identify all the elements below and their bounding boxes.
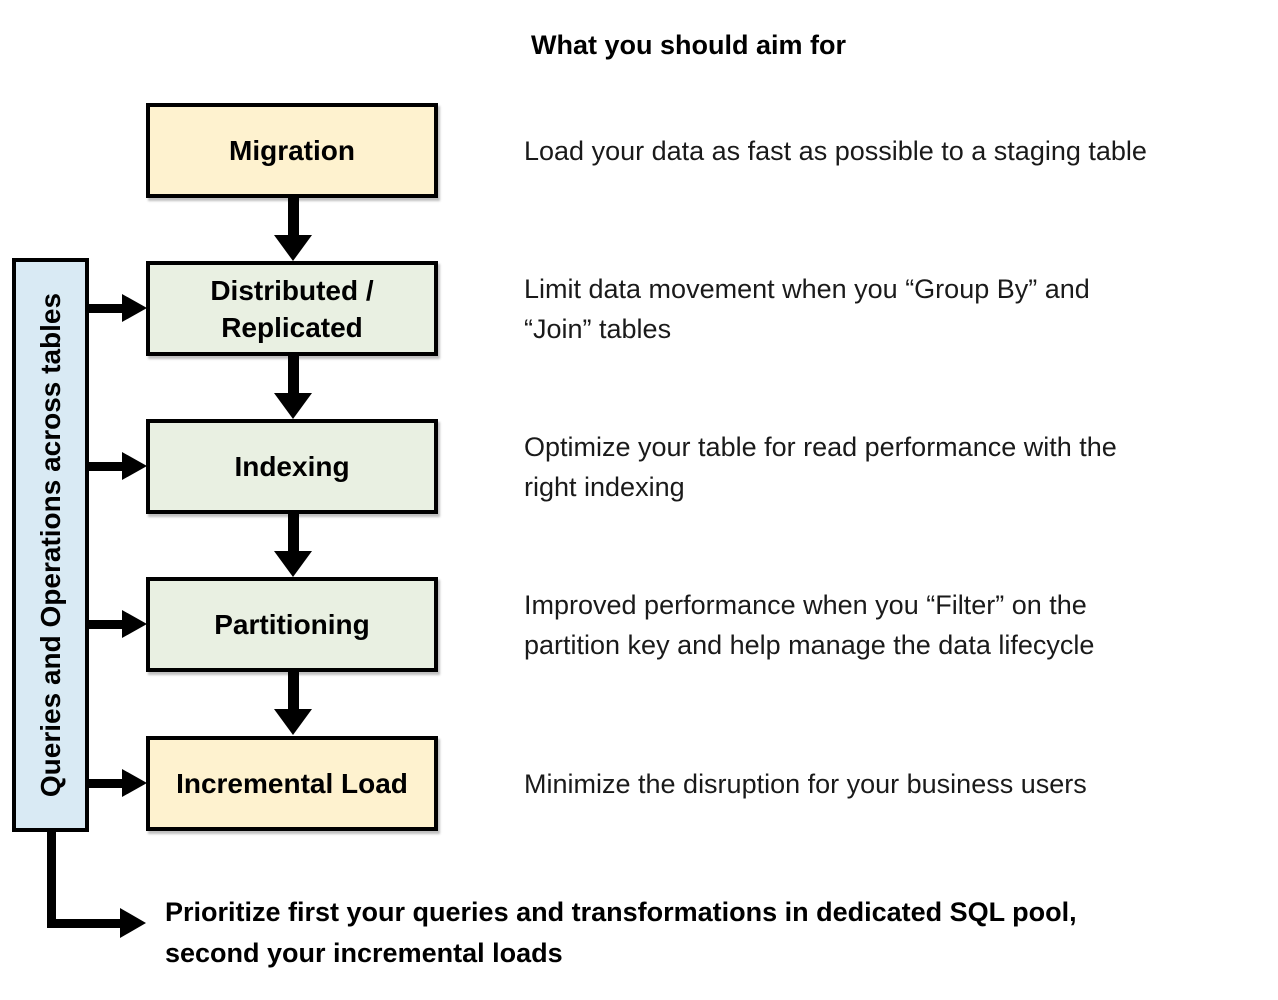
description-line: Load your data as fast as possible to a …: [524, 135, 1147, 166]
flow-box-label: Incremental Load: [176, 768, 408, 799]
down-arrow-shaft: [288, 672, 299, 710]
right-arrow-icon: [89, 294, 147, 322]
bottom-note-line: Prioritize first your queries and transf…: [165, 897, 1077, 927]
right-arrow-icon: [89, 452, 147, 480]
right-arrow-head: [122, 452, 147, 480]
description-line: “Join” tables: [524, 313, 672, 344]
down-arrow-head: [274, 551, 312, 577]
down-arrow-icon: [274, 356, 312, 420]
right-arrow-shaft: [89, 779, 123, 788]
description-partitioning: Improved performance when you “Filter” o…: [524, 577, 1264, 672]
right-arrow-shaft: [89, 462, 123, 471]
down-arrow-icon: [274, 198, 312, 262]
elbow-arrow-icon: [47, 830, 147, 938]
right-arrow-shaft: [89, 304, 123, 313]
down-arrow-shaft: [288, 514, 299, 552]
description-indexing: Optimize your table for read performance…: [524, 419, 1264, 514]
elbow-arrow-vertical: [47, 830, 56, 928]
right-arrow-head: [122, 769, 147, 797]
right-arrow-icon: [89, 610, 147, 638]
down-arrow-head: [274, 709, 312, 735]
description-line: Optimize your table for read performance…: [524, 431, 1117, 462]
flow-box-partitioning: Partitioning: [146, 577, 438, 672]
right-arrow-head: [122, 294, 147, 322]
flow-box-distributed-replicated: Distributed / Replicated: [146, 261, 438, 356]
flow-box-label: Migration: [229, 135, 355, 166]
elbow-arrow-head: [120, 908, 146, 938]
down-arrow-icon: [274, 672, 312, 736]
right-arrow-head: [122, 610, 147, 638]
elbow-arrow-horizontal: [47, 919, 121, 928]
description-line: partition key and help manage the data l…: [524, 629, 1095, 660]
description-line: right indexing: [524, 471, 685, 502]
down-arrow-head: [274, 235, 312, 261]
flow-box-label: Indexing: [234, 451, 350, 482]
description-line: Minimize the disruption for your busines…: [524, 768, 1087, 799]
description-distributed-replicated: Limit data movement when you “Group By” …: [524, 261, 1264, 356]
flow-box-indexing: Indexing: [146, 419, 438, 514]
description-incremental-load: Minimize the disruption for your busines…: [524, 736, 1264, 831]
right-arrow-icon: [89, 769, 147, 797]
description-line: Improved performance when you “Filter” o…: [524, 589, 1087, 620]
down-arrow-shaft: [288, 198, 299, 236]
down-arrow-shaft: [288, 356, 299, 394]
flow-box-incremental-load: Incremental Load: [146, 736, 438, 831]
bottom-note: Prioritize first your queries and transf…: [165, 892, 1245, 974]
down-arrow-head: [274, 393, 312, 419]
flow-box-label: Partitioning: [214, 609, 370, 640]
bottom-note-line: second your incremental loads: [165, 938, 563, 968]
flow-box-migration: Migration: [146, 103, 438, 198]
down-arrow-icon: [274, 514, 312, 578]
description-line: Limit data movement when you “Group By” …: [524, 273, 1090, 304]
flow-box-label: Replicated: [221, 311, 363, 343]
queries-operations-bar: Queries and Operations across tables: [12, 258, 89, 832]
queries-operations-bar-label: Queries and Operations across tables: [34, 292, 66, 798]
diagram-title: What you should aim for: [531, 30, 846, 60]
description-migration: Load your data as fast as possible to a …: [524, 103, 1264, 198]
right-arrow-shaft: [89, 620, 123, 629]
flow-box-label: Distributed /: [210, 274, 374, 306]
